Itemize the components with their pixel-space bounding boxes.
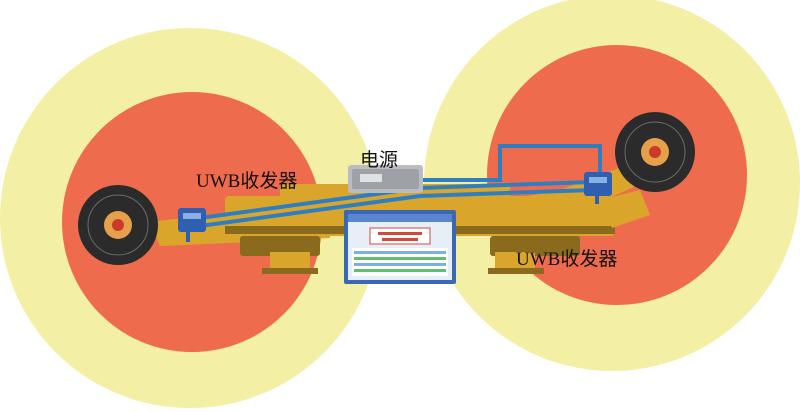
left-shoe [262,268,318,274]
left-uwb-transceiver [178,208,206,242]
left-uwb-label: UWB收发器 [196,171,298,192]
right-undercarriage [490,236,580,256]
left-cutting-drum [78,185,158,265]
lower-cable [199,188,593,228]
power-label: 电源 [360,150,399,171]
monitor-screen [344,210,456,284]
right-cutting-drum [615,112,695,192]
power-cable [420,144,602,182]
right-shoe [488,268,544,274]
left-foot [270,252,310,270]
right-uwb-label: UWB收发器 [516,249,618,270]
right-foot [495,252,535,270]
right-uwb-transceiver [584,172,612,204]
power-supply-box [348,165,423,193]
left-undercarriage [240,236,320,256]
right-cowl [600,190,650,228]
